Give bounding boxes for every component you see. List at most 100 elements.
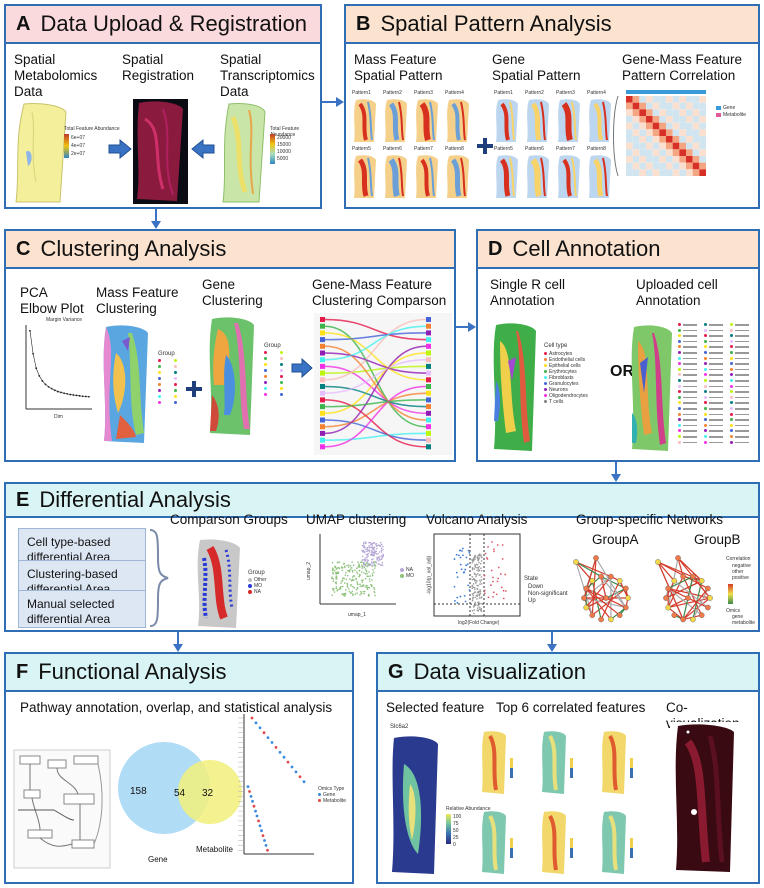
celltype-dot <box>544 370 547 373</box>
dot-plot-point <box>257 819 260 823</box>
block-arrow-left <box>191 138 215 160</box>
umap-point <box>333 569 336 572</box>
umap-point <box>347 564 350 566</box>
pattern-map <box>447 155 469 198</box>
heatmap-cell <box>626 102 633 110</box>
umap-point <box>375 553 378 555</box>
volcano-plot <box>433 533 521 617</box>
umap-point <box>363 566 366 569</box>
metabolomics-tissue-image <box>15 103 67 203</box>
umap-point <box>372 561 375 563</box>
label-singler: Single R cell Annotation <box>490 277 566 308</box>
heatmap-cell <box>686 129 693 136</box>
metab-legend-bar <box>64 134 69 158</box>
uploaded-legend-dot <box>678 440 681 444</box>
umap-point <box>351 579 354 582</box>
dot-plot-point <box>254 721 258 725</box>
network-edge <box>600 580 621 620</box>
dot-plot-point <box>270 741 274 744</box>
volcano-point <box>464 600 467 603</box>
network-edge <box>677 557 684 577</box>
mass-cluster-legend <box>158 359 198 419</box>
network-edge <box>667 597 689 609</box>
network-edge <box>682 597 711 620</box>
arrow-a-to-b <box>322 97 344 107</box>
pattern-label: Pattern5 <box>494 146 513 152</box>
umap-point <box>352 594 354 597</box>
umap-point <box>369 580 371 583</box>
umap-point <box>380 563 383 566</box>
uploaded-legend-dot <box>704 412 707 416</box>
volcano-point <box>476 609 479 612</box>
heatmap-cell <box>679 142 686 150</box>
uploaded-legend-text <box>709 385 723 388</box>
uploaded-legend-text <box>735 324 749 326</box>
uploaded-legend-dot <box>704 367 707 371</box>
uploaded-legend-text <box>683 396 697 399</box>
volcano-point <box>497 577 500 580</box>
volcano-point <box>456 601 459 604</box>
cluster-legend-dot <box>158 365 161 368</box>
celltype-label: Astrocytes <box>549 351 573 357</box>
umap-point <box>374 543 377 545</box>
umap-point <box>335 568 338 571</box>
volcano-point <box>480 560 483 562</box>
heatmap-cell <box>626 96 633 103</box>
umap-point <box>345 578 348 581</box>
heatmap-cell <box>686 96 693 103</box>
umap-point <box>382 545 384 548</box>
cluster-legend-dot <box>158 395 161 398</box>
umap-point <box>335 586 338 588</box>
elbow-xlabel: Dim <box>54 414 63 420</box>
heatmap-cell <box>659 136 666 143</box>
uploaded-legend-dot <box>730 334 733 338</box>
arrow-d-to-e <box>611 462 621 482</box>
volcano-point <box>479 581 482 583</box>
heatmap-cell <box>699 122 706 130</box>
volcano-point <box>476 591 479 594</box>
panel-b: B Spatial Pattern Analysis Mass Feature … <box>344 4 760 209</box>
uploaded-legend-text <box>709 335 723 337</box>
umap-point <box>339 586 341 589</box>
uploaded-legend-text <box>683 436 697 438</box>
volcano-point <box>477 554 479 557</box>
umap-point <box>379 545 382 548</box>
dot-legend-gene-dot <box>318 793 321 796</box>
umap-point <box>361 581 364 584</box>
umap-point <box>382 548 384 551</box>
uploaded-legend-text <box>735 391 749 393</box>
net-legend-title: Correlation <box>726 556 751 562</box>
umap-point <box>367 555 369 557</box>
uploaded-legend-text <box>683 324 697 326</box>
umap-point <box>367 586 370 589</box>
trans-legend-tick-3: 10000 <box>277 149 291 155</box>
uploaded-legend-text <box>735 402 749 404</box>
uploaded-legend-text <box>709 402 723 404</box>
umap-point <box>372 571 375 574</box>
volcano-legend-down: Down <box>528 584 544 590</box>
g-legend-bar <box>446 814 451 844</box>
pattern-label: Pattern8 <box>587 146 606 152</box>
volcano-point <box>473 587 476 589</box>
celltype-dot <box>544 352 547 355</box>
venn-metab-label: Metabolite <box>196 845 233 854</box>
umap-point <box>371 548 374 551</box>
heatmap-cell <box>699 156 706 163</box>
pattern-map <box>496 99 518 142</box>
uploaded-legend-text <box>709 357 723 360</box>
umap-point <box>377 559 380 562</box>
uploaded-legend-dot <box>704 351 707 354</box>
venn-diagram <box>118 742 242 834</box>
umap-point <box>362 561 364 564</box>
comp-legend-other: Other <box>254 577 267 583</box>
dot-plot-point <box>294 770 298 774</box>
uploaded-legend-dot <box>678 356 681 360</box>
network-node <box>705 604 711 611</box>
label-groupB: GroupB <box>694 532 741 547</box>
uploaded-legend-text <box>709 380 723 382</box>
volcano-point <box>480 576 483 578</box>
umap-point <box>382 553 384 556</box>
heatmap-cell <box>686 122 693 130</box>
gene-cluster-group-label: Group <box>264 343 281 349</box>
volcano-point <box>483 589 486 592</box>
